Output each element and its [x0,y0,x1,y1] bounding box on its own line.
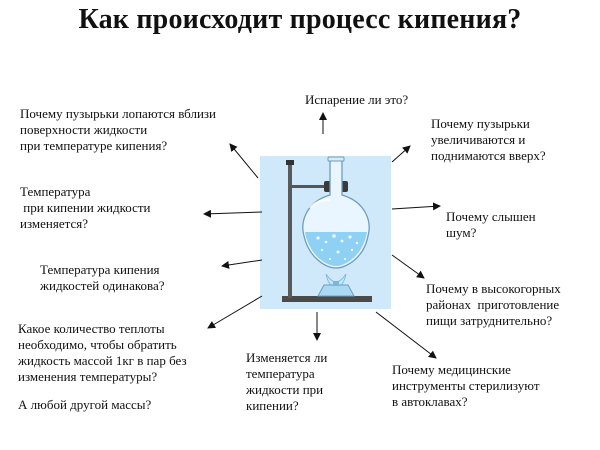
question-highlands: Почему в высокогорных районах приготовле… [426,281,561,328]
page-title: Как происходит процесс кипения? [78,4,522,35]
question-noise: Почему слышен шум? [446,209,536,240]
flask [302,156,370,269]
question-bubbles-rise: Почему пузырьки увеличиваются и поднимаю… [431,116,546,163]
stand-clamp-arm [290,185,346,188]
burner [317,273,355,297]
arrow-q6 [221,259,263,269]
stand-base [282,296,372,302]
question-other-mass: А любой другой массы? [18,397,152,412]
question-autoclaves: Почему медицинские инструменты стерилизу… [392,362,540,409]
flask-liquid [305,232,367,266]
question-evaporation: Испарение ли это? [305,92,409,107]
arrow-q4 [203,209,263,218]
bubbles [316,234,359,261]
question-heat-amount: Какое количество теплоты необходимо, что… [18,321,187,384]
question-temperature-during-boiling: Изменяется ли температура жидкости при к… [246,350,328,413]
arrow-q3 [391,145,411,163]
arrow-q10 [375,311,437,359]
arrow-q1 [229,143,259,179]
burner-body [317,284,355,297]
arrow-q5 [391,202,441,211]
question-boiling-points: Температура кипения жидкостей одинакова? [40,262,165,293]
stand-rod [288,162,292,298]
question-temperature-change: Температура при кипении жидкости изменяе… [20,184,151,231]
arrows [203,112,441,359]
arrow-q8 [207,295,263,329]
question-bubbles-burst: Почему пузырьки лопаются вблизи поверхно… [20,106,217,153]
arrow-q7 [391,254,425,279]
